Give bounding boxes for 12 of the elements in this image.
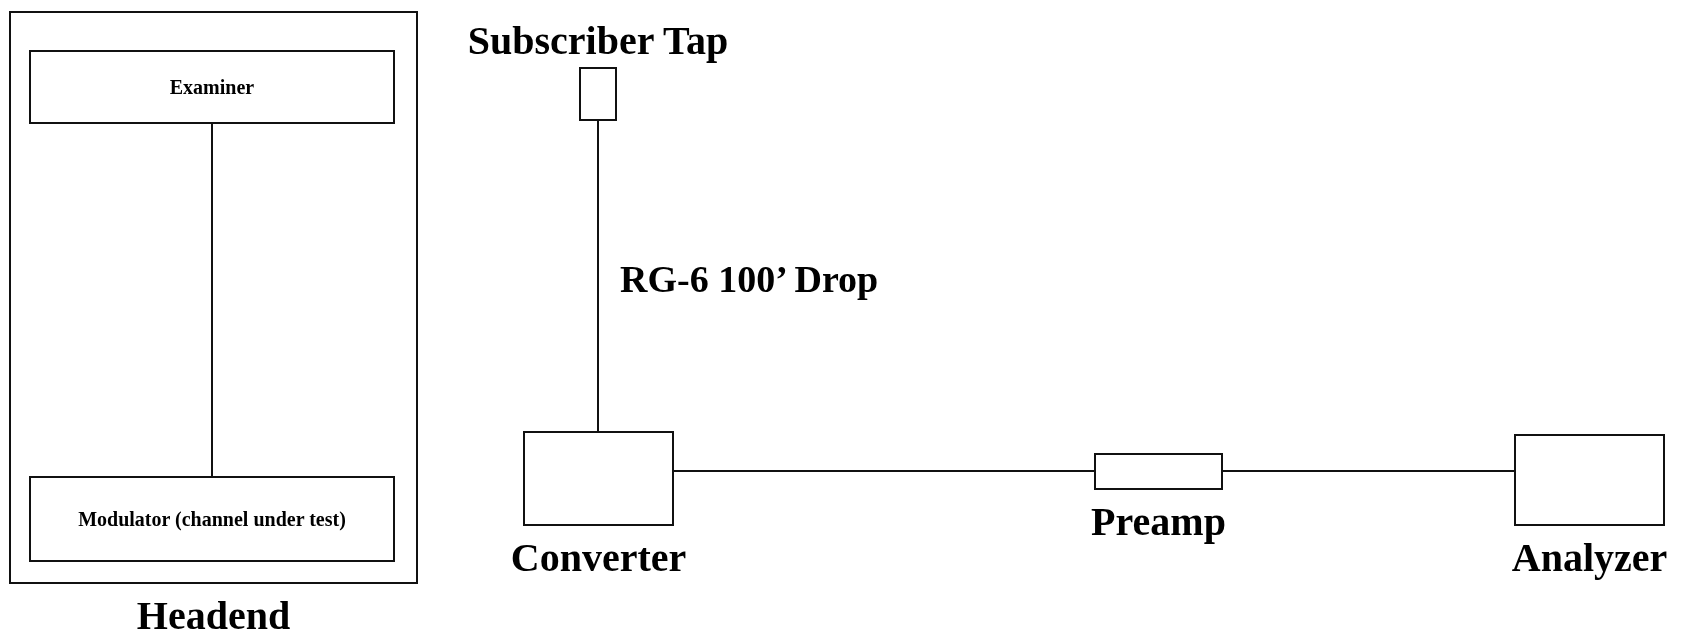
device-label: Examiner: [168, 75, 256, 100]
cable-line: [673, 470, 1095, 472]
component-label: Preamp: [1091, 502, 1226, 542]
cable-line: [597, 120, 599, 432]
cable-line: [211, 123, 213, 477]
cable-line: [1222, 470, 1515, 472]
component-label: Analyzer: [1511, 538, 1668, 578]
component-label: Converter: [510, 538, 687, 578]
component-label: Subscriber Tap: [467, 21, 729, 61]
component-label: Headend: [136, 596, 291, 631]
device-label: Modulator (channel under test): [77, 507, 347, 532]
edge-label: RG-6 100’ Drop: [620, 260, 879, 298]
